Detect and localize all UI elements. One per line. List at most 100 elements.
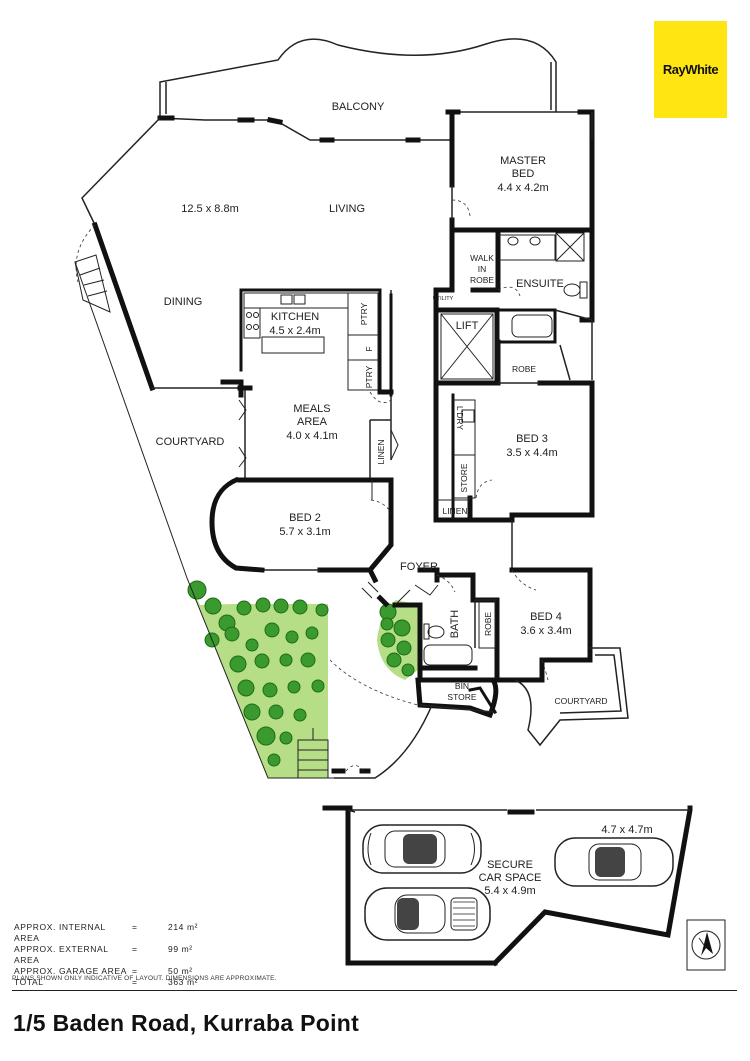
label-bed3-size: 3.5 x 4.4m [506,447,557,459]
label-bin-2: STORE [447,692,476,702]
area-eq: = [132,977,138,987]
label-bed2: BED 2 [289,512,321,524]
label-ptry-bottom: PTRY [364,365,374,388]
kitchen-walls [239,288,382,372]
tree-icon [401,663,415,677]
label-ensuite: ENSUITE [516,278,564,290]
area-row: TOTAL = 363 m² [14,977,228,988]
tree-icon [293,708,307,722]
tree-icon [262,682,278,698]
area-row: APPROX. GARAGE AREA = 50 m² [14,966,228,977]
disclaimer: PLANS SHOWN ONLY INDICATIVE OF LAYOUT. D… [12,975,277,982]
label-meals-size: 4.0 x 4.1m [286,430,337,442]
garden-trees-left [187,580,329,767]
tree-icon [386,652,402,668]
living-facade-wall [159,111,592,141]
courtyard-right-boundary [514,647,629,747]
label-garage-right-size: 4.7 x 4.7m [601,824,652,836]
label-car-space-2: CAR SPACE [479,872,542,884]
tree-icon [305,626,319,640]
area-row: APPROX. INTERNAL AREA = 214 m² [14,922,228,944]
label-balcony: BALCONY [332,101,385,113]
label-living: LIVING [329,203,365,215]
garden-trees-entry [379,603,415,677]
tree-icon [380,617,394,631]
label-wir-3: ROBE [470,275,494,285]
logo-text: RayWhite [662,62,719,77]
living-west-wall [81,117,161,226]
area-label: APPROX. EXTERNAL AREA [14,944,109,965]
area-value: 99 m² [168,944,193,954]
label-utility: UTILITY [433,296,454,302]
label-wir-2: IN [478,264,487,274]
area-row: APPROX. EXTERNAL AREA = 99 m² [14,944,228,966]
tree-icon [264,622,280,638]
tree-icon [279,653,293,667]
tree-icon [311,679,325,693]
area-label: APPROX. GARAGE AREA [14,966,127,976]
area-value: 50 m² [168,966,193,976]
tree-icon [256,726,276,746]
tree-icon [243,703,261,721]
area-summary: APPROX. INTERNAL AREA = 214 m² APPROX. E… [14,922,228,988]
divider [12,990,737,991]
tree-icon [267,753,281,767]
tree-icon [237,679,255,697]
balcony-outline [159,38,557,118]
label-bed4-size: 3.6 x 3.4m [520,625,571,637]
tree-icon [236,600,252,616]
tree-icon [300,652,316,668]
label-dining: DINING [164,296,203,308]
label-lift: LIFT [456,320,479,332]
label-wir-1: WALK [470,253,494,263]
label-linen-meals: LINEN [376,439,386,464]
tree-icon [273,598,289,614]
label-robe-bed4: ROBE [483,612,493,636]
area-label: APPROX. INTERNAL AREA [14,922,106,943]
label-bin-1: BIN [455,681,469,691]
label-store: STORE [459,463,469,492]
label-car-space-size: 5.4 x 4.9m [484,885,535,897]
bed4-walls [434,567,593,683]
label-robe-bed3: ROBE [512,364,536,374]
label-bed2-size: 5.7 x 3.1m [279,526,330,538]
raywhite-logo: RayWhite [654,21,727,118]
label-living-size: 12.5 x 8.8m [181,203,238,215]
bed2-walls [317,477,394,573]
area-eq: = [132,922,138,932]
tree-icon [380,632,396,648]
tree-icon [287,680,301,694]
label-courtyard-left: COURTYARD [156,436,225,448]
area-value: 214 m² [168,922,199,932]
label-master-2: BED [512,168,535,180]
bed3-walls [467,339,595,523]
tree-icon [255,597,271,613]
area-eq: = [132,966,138,976]
tree-icon [187,580,207,600]
label-fridge: F [364,346,374,351]
label-master-size: 4.4 x 4.2m [497,182,548,194]
tree-icon [292,599,308,615]
label-bath: BATH [449,610,461,639]
label-ldry: L'DRY [455,406,465,430]
car-right [554,837,674,887]
tree-icon [245,638,259,652]
label-courtyard-right: COURTYARD [554,696,607,706]
tree-icon [285,630,299,644]
label-bed3: BED 3 [516,433,548,445]
tree-icon [268,704,284,720]
label-kitchen-size: 4.5 x 2.4m [269,325,320,337]
label-meals-1: MEALS [293,403,330,415]
tree-icon [396,640,412,656]
car-top-left [362,824,482,874]
north-arrow-icon [686,919,726,971]
label-linen-bed3: LINEN [442,506,467,516]
tree-icon [315,603,329,617]
tree-icon [229,655,247,673]
label-bed4: BED 4 [530,611,562,623]
property-address: 1/5 Baden Road, Kurraba Point [13,1010,360,1036]
tree-icon [279,731,293,745]
tree-icon [393,619,411,637]
label-car-space-1: SECURE [487,859,533,871]
area-value: 363 m² [168,977,199,987]
